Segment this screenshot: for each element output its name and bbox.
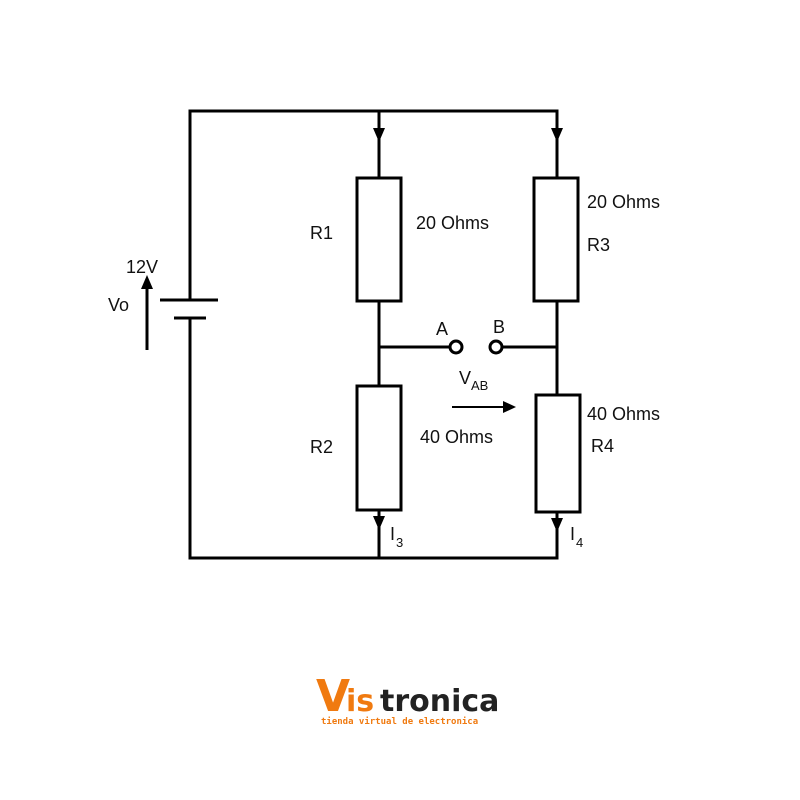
source-name-label: Vo: [108, 295, 129, 315]
vab-subscript: AB: [471, 378, 488, 393]
node-b-label: B: [493, 317, 505, 337]
arrow-up-icon: [141, 275, 153, 289]
resistor-r1: [355, 176, 403, 303]
r2-name-label: R2: [310, 437, 333, 457]
vo-arrow: [141, 275, 153, 350]
arrow-down-icon: [551, 128, 563, 142]
bottom-wire: [188, 316, 559, 560]
r3-value-label: 20 Ohms: [587, 192, 660, 212]
vistronica-logo: V is tronica tienda virtual de electroni…: [316, 671, 499, 727]
r4-value-label: 40 Ohms: [587, 404, 660, 424]
resistor-r2: [355, 384, 403, 512]
current-i4-subscript: 4: [576, 535, 583, 550]
source-voltage-label: 12V: [126, 257, 158, 277]
logo-is: is: [346, 684, 374, 719]
current-i4-arrow-icon: [551, 518, 563, 532]
resistor-r4: [534, 393, 582, 514]
current-i3-subscript: 3: [396, 535, 403, 550]
r1-value-label: 20 Ohms: [416, 213, 489, 233]
r1-name-label: R1: [310, 223, 333, 243]
current-i4-label: I: [570, 524, 575, 544]
logo-tagline: tienda virtual de electronica: [321, 716, 478, 727]
r4-name-label: R4: [591, 436, 614, 456]
vab-label: V: [459, 368, 471, 388]
vab-arrow: [452, 401, 516, 413]
node-a-label: A: [436, 319, 448, 339]
battery-symbol: [160, 298, 218, 320]
logo-tronica: tronica: [380, 684, 499, 719]
terminal-a: [448, 339, 464, 355]
r2-value-label: 40 Ohms: [420, 427, 493, 447]
resistor-r3: [532, 176, 580, 303]
arrow-right-icon: [503, 401, 516, 413]
circuit-wires: [188, 109, 559, 560]
current-i3-label: I: [390, 524, 395, 544]
top-wire: [188, 109, 559, 302]
terminal-b: [488, 339, 504, 355]
current-i3-arrow-icon: [373, 516, 385, 530]
r3-name-label: R3: [587, 235, 610, 255]
arrow-down-icon: [373, 128, 385, 142]
logo-v: V: [316, 671, 350, 722]
